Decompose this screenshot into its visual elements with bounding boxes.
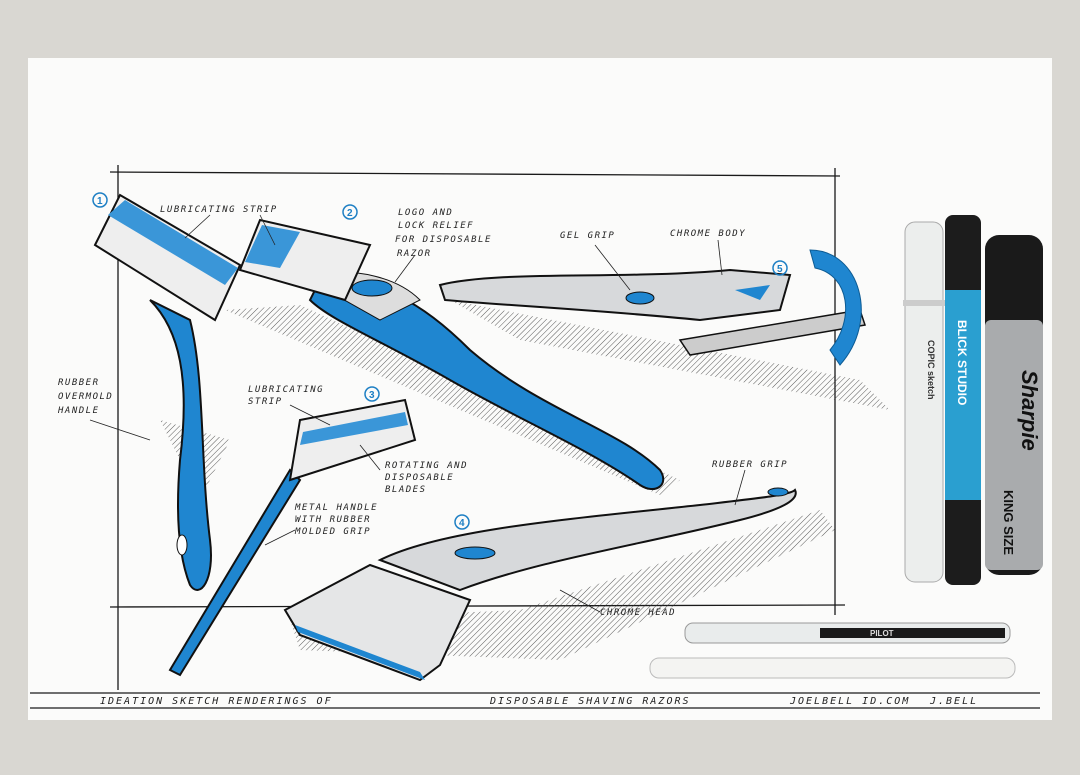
razor-1: [93, 193, 242, 591]
label-metal-handle: WITH RUBBER: [295, 515, 371, 525]
label-rotating-blades: BLADES: [385, 485, 427, 495]
copic-marker: COPIC sketch: [903, 221, 945, 583]
label-gel-grip: GEL GRIP: [560, 231, 615, 241]
annotations: LUBRICATING STRIP LOGO AND LOCK RELIEF F…: [57, 205, 788, 618]
label-rotating-blades: ROTATING AND: [385, 461, 468, 471]
razor-5: [438, 249, 866, 366]
callout-numbers: 1 2 3 4 5: [92, 192, 788, 530]
footer-signature: J.BELL: [929, 696, 978, 707]
blick-marker: BLICK STUDIO: [945, 215, 981, 585]
label-logo-relief: LOCK RELIEF: [398, 221, 474, 231]
white-gel-pen: [649, 657, 1016, 679]
label-rubber-grip: RUBBER GRIP: [712, 460, 788, 470]
label-logo-relief: FOR DISPOSABLE: [395, 235, 492, 245]
label-chrome-body: CHROME BODY: [670, 229, 746, 239]
sharpie-size-label: KING SIZE: [1001, 490, 1016, 555]
label-rotating-blades: DISPOSABLE: [384, 473, 454, 483]
callout-4: 4: [459, 518, 465, 529]
label-rubber-overmold: OVERMOLD: [58, 392, 113, 402]
razor-3: [168, 398, 417, 677]
label-lubricating-strip-2: LUBRICATING: [248, 385, 324, 395]
footer-title-right: DISPOSABLE SHAVING RAZORS: [489, 696, 691, 707]
label-metal-handle: METAL HANDLE: [294, 503, 378, 513]
callout-5: 5: [777, 264, 783, 275]
label-logo-relief: RAZOR: [397, 249, 432, 259]
label-rubber-overmold: HANDLE: [57, 406, 100, 416]
footer-website: JOELBELL ID.COM: [789, 696, 910, 707]
copic-label: COPIC sketch: [926, 340, 936, 400]
label-lubricating-strip-2: STRIP: [248, 397, 283, 407]
label-metal-handle: MOLDED GRIP: [294, 527, 371, 537]
pilot-pen: PILOT: [684, 622, 1011, 644]
label-chrome-head: CHROME HEAD: [600, 608, 676, 618]
callout-3: 3: [369, 390, 375, 401]
label-lubricating-strip: LUBRICATING STRIP: [160, 205, 278, 215]
sharpie-marker: Sharpie KING SIZE: [985, 235, 1043, 575]
sharpie-label: Sharpie: [1017, 370, 1042, 451]
footer-title-block: IDEATION SKETCH RENDERINGS OF DISPOSABLE…: [100, 696, 978, 707]
label-logo-relief: LOGO AND: [398, 208, 453, 218]
footer-title-left: IDEATION SKETCH RENDERINGS OF: [100, 696, 333, 707]
pilot-label: PILOT: [870, 629, 894, 638]
razor-2: [238, 218, 665, 490]
callout-1: 1: [97, 196, 103, 207]
blick-label: BLICK STUDIO: [955, 320, 969, 405]
label-rubber-overmold: RUBBER: [58, 378, 100, 388]
razor-4: [283, 487, 797, 682]
callout-2: 2: [347, 208, 353, 219]
leader-lines: [89, 214, 746, 613]
